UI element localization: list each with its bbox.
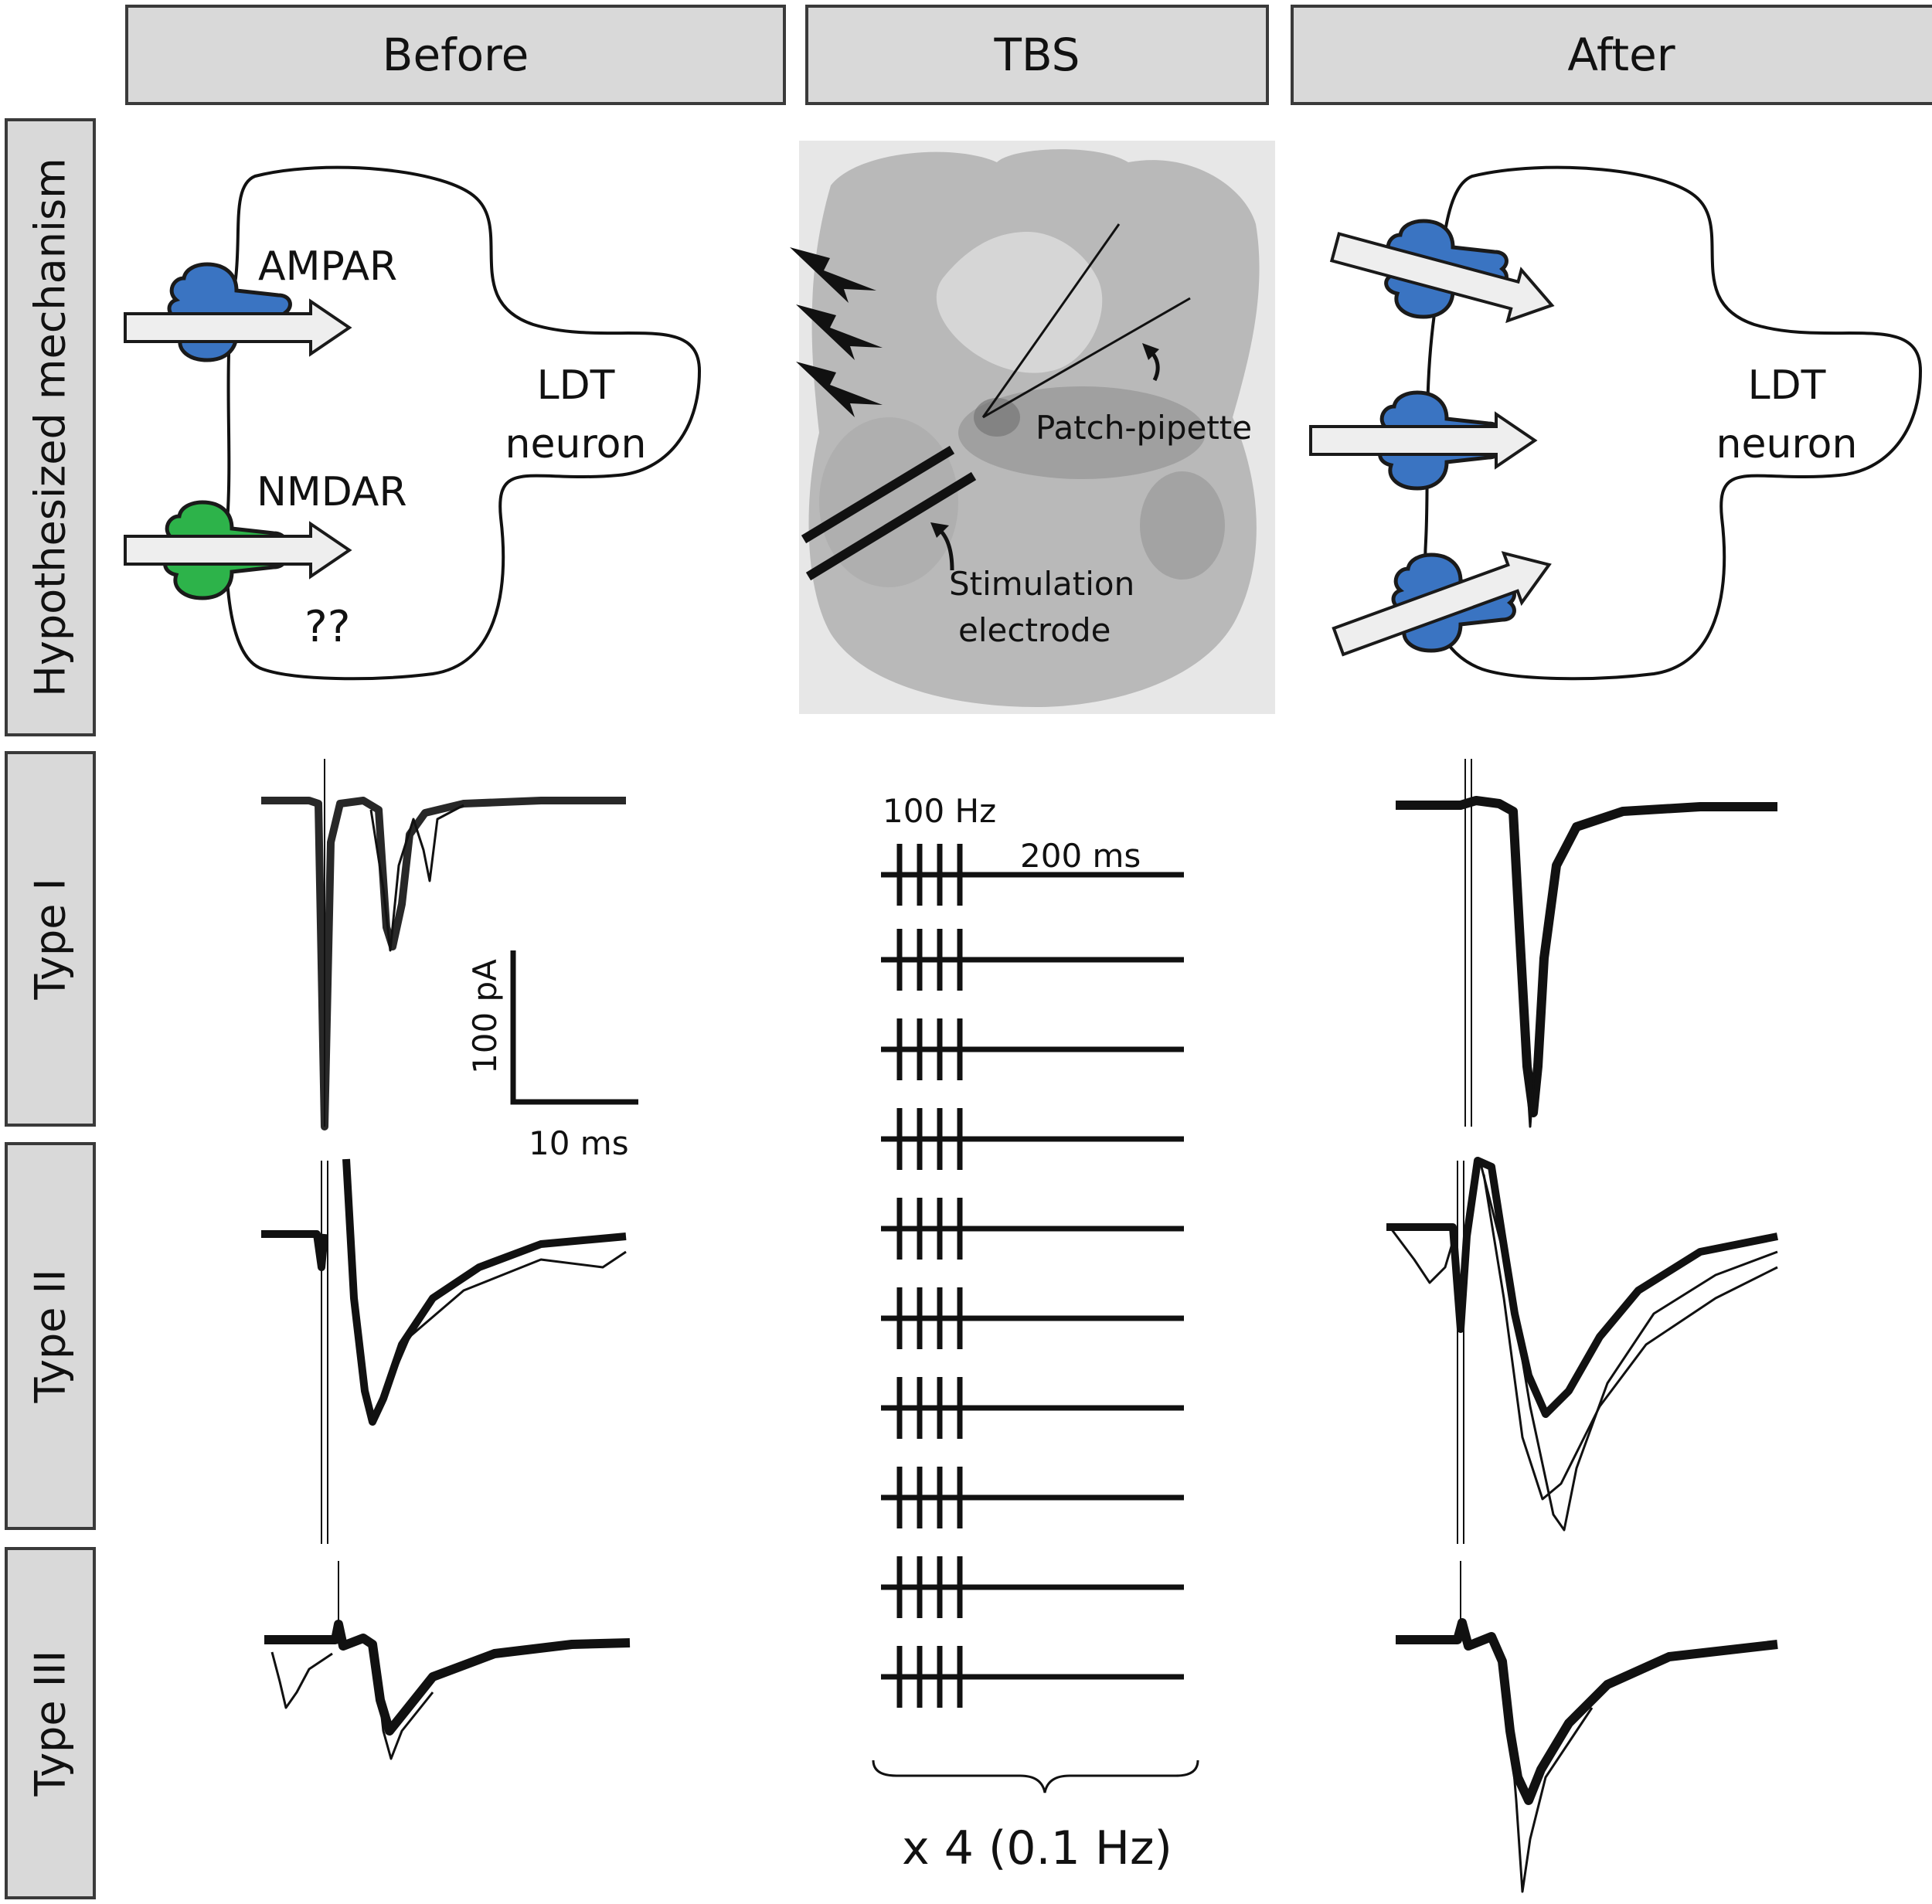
scale-bar-x-label: 10 ms (529, 1124, 629, 1162)
after-traces (1386, 759, 1778, 1893)
stim-train (881, 1198, 1184, 1260)
header-after-label: After (1567, 29, 1675, 81)
stim-train (881, 1377, 1184, 1439)
trace-type2-after (1386, 1157, 1778, 1544)
stim-train (881, 1108, 1184, 1170)
electrode-label-2: electrode (958, 611, 1111, 649)
row-label-type1: Type I (5, 751, 96, 1127)
ampar-label: AMPAR (258, 243, 397, 290)
before-traces (261, 759, 631, 1760)
repeat-label: x 4 (0.1 Hz) (902, 1821, 1172, 1875)
stim-train (881, 1646, 1184, 1708)
interval-label: 200 ms (1020, 837, 1141, 875)
after-neuron-label-1: LDT (1748, 362, 1826, 409)
stim-train (881, 1287, 1184, 1349)
scale-bar-y-label: 100 pA (466, 959, 504, 1074)
scale-bar: 100 pA 10 ms (466, 950, 638, 1162)
stim-train (881, 1018, 1184, 1080)
trace-type2-before (261, 1158, 627, 1544)
question-marks: ?? (304, 602, 350, 652)
trace-type1-after (1396, 759, 1777, 1128)
row-label-mechanism: Hypothesized mechanism (5, 118, 96, 736)
header-before: Before (125, 5, 786, 105)
trace-type3-after (1396, 1561, 1778, 1893)
electrode-label-1: Stimulation (949, 565, 1134, 603)
header-tbs: TBS (805, 5, 1269, 105)
pipette-label: Patch-pipette (1036, 409, 1252, 447)
trace-type3-before (264, 1561, 631, 1760)
stim-train (881, 929, 1184, 991)
row-label-type3: Type III (5, 1547, 96, 1899)
header-before-label: Before (382, 29, 529, 81)
repeat-brace (872, 1760, 1199, 1794)
patch-pipette (981, 223, 1121, 418)
header-tbs-label: TBS (994, 29, 1080, 81)
before-neuron-outline (224, 165, 702, 681)
stimulation-electrode (801, 445, 955, 544)
after-neuron-diagram: LDT neuron (1309, 165, 1923, 681)
before-neuron-label-1: LDT (537, 362, 615, 409)
stim-train (881, 1467, 1184, 1528)
brain-slice-image: Patch-pipette Stimulation electrode (790, 141, 1275, 714)
tbs-protocol: 100 Hz 200 ms x 4 (0.1 Hz) (872, 792, 1199, 1875)
header-after: After (1291, 5, 1932, 105)
before-neuron-diagram: AMPAR NMDAR LDT neuron ?? (124, 165, 702, 681)
nmdar-label: NMDAR (257, 469, 407, 515)
row-label-type2: Type II (5, 1142, 96, 1530)
after-neuron-label-2: neuron (1716, 421, 1858, 468)
stim-train (881, 1556, 1184, 1618)
before-neuron-label-2: neuron (505, 421, 647, 468)
freq-label: 100 Hz (883, 792, 996, 830)
trace-type1-before (261, 759, 626, 1130)
